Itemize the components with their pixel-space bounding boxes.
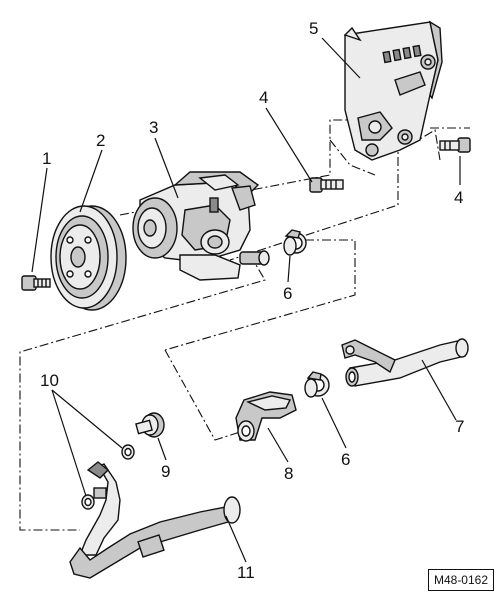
part-2-pulley: [50, 205, 127, 311]
part-7-pipe: [341, 338, 469, 387]
callout-7: 7: [455, 417, 464, 436]
callout-labels: 1 2 3 4 5 4 6 10 9 8 6 7 11: [40, 19, 464, 582]
part-8-hose: [235, 391, 297, 442]
callout-2: 2: [96, 131, 105, 150]
callout-10: 10: [40, 371, 59, 390]
callout-6-upper: 6: [283, 284, 292, 303]
part-9-banjo-bolt: [135, 412, 165, 438]
callout-9: 9: [161, 462, 170, 481]
callout-3: 3: [149, 118, 158, 137]
part-4-bolt-right: [439, 137, 471, 153]
leader-lines: [31, 37, 461, 563]
callout-5: 5: [309, 19, 318, 38]
part-5-bracket: [343, 20, 443, 161]
callout-1: 1: [42, 149, 51, 168]
callout-11: 11: [237, 563, 255, 582]
callout-4-right: 4: [454, 188, 463, 207]
part-4-bolt-left: [309, 177, 344, 193]
part-3-pump: [132, 171, 270, 281]
part-1-bolt: [21, 275, 51, 291]
reference-code: M48-0162: [433, 573, 489, 587]
callout-8: 8: [284, 464, 293, 483]
reference-code-box: M48-0162: [428, 569, 494, 591]
callout-6-lower: 6: [341, 450, 350, 469]
part-10-seals: [81, 444, 135, 510]
part-11-hose-line: [69, 461, 241, 579]
callout-4-left: 4: [259, 88, 268, 107]
part-6-clamp-upper: [283, 229, 307, 256]
part-6-clamp-lower: [304, 371, 330, 398]
